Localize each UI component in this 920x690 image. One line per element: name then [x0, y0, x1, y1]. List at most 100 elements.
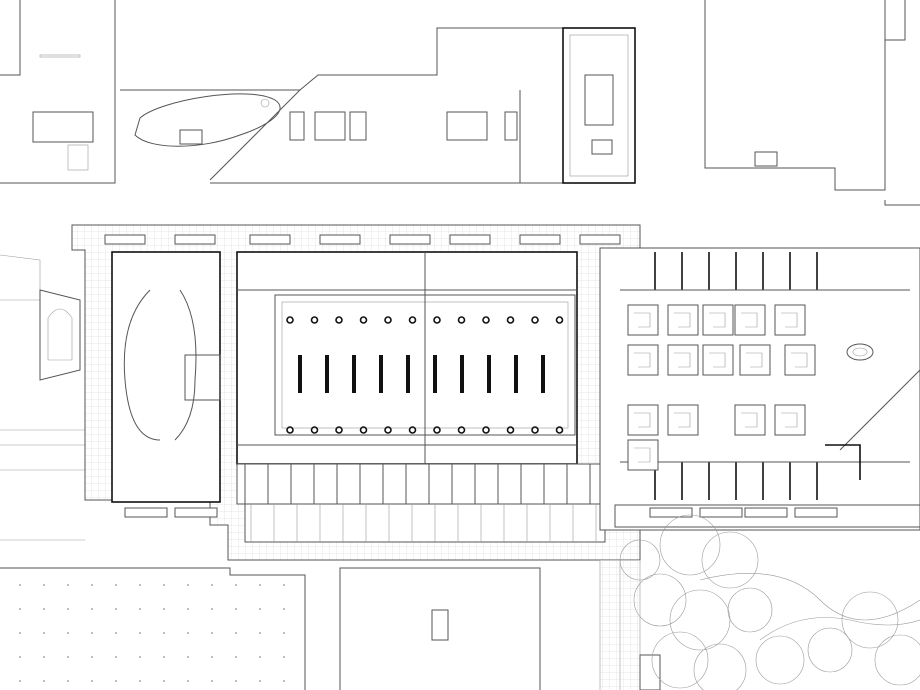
window-bay — [249, 234, 291, 245]
column-dot — [259, 584, 261, 586]
column-dot — [163, 656, 165, 658]
column-dot — [115, 680, 117, 682]
tree-icon — [701, 531, 759, 589]
column-dot — [211, 656, 213, 658]
display-kiosk — [734, 404, 766, 436]
column-dot — [283, 656, 285, 658]
window-bay — [744, 507, 788, 518]
column-icon — [487, 355, 491, 393]
column-dot — [91, 680, 93, 682]
display-kiosk — [781, 412, 798, 428]
display-kiosk — [667, 344, 699, 376]
building-bottom-left — [0, 567, 306, 690]
column-icon — [514, 355, 518, 393]
building-top-right — [704, 0, 920, 206]
window-bay — [319, 234, 361, 245]
column-dot — [259, 680, 261, 682]
window-bay — [579, 234, 621, 245]
main-complex — [71, 224, 920, 690]
tree-icon — [619, 539, 661, 581]
column-dot — [19, 656, 21, 658]
column-dot — [163, 632, 165, 634]
column-icon — [506, 426, 515, 434]
column-dot — [283, 680, 285, 682]
building-top-middle — [120, 27, 636, 184]
display-kiosk — [791, 352, 808, 368]
column-icon — [433, 426, 441, 434]
column-dot — [283, 608, 285, 610]
column-dot — [163, 608, 165, 610]
column-icon — [457, 426, 466, 434]
column-icon — [482, 426, 490, 434]
column-dot — [19, 608, 21, 610]
column-dot — [67, 584, 69, 586]
column-dot — [163, 584, 165, 586]
column-icon — [531, 426, 539, 434]
column-dot — [163, 680, 165, 682]
display-kiosk — [774, 304, 806, 336]
column-dot — [139, 584, 141, 586]
display-kiosk — [674, 412, 691, 428]
column-icon — [335, 426, 343, 434]
column-dot — [19, 680, 21, 682]
window-bay — [104, 234, 146, 245]
display-kiosk — [702, 304, 734, 336]
tree-icon — [651, 631, 709, 689]
column-dot — [43, 608, 45, 610]
column-icon — [531, 316, 539, 324]
building-top-left — [0, 0, 116, 184]
display-kiosk — [774, 404, 806, 436]
display-kiosk — [634, 412, 651, 428]
column-dot — [43, 584, 45, 586]
column-dot — [19, 584, 21, 586]
column-icon — [335, 316, 343, 324]
column-icon — [433, 355, 437, 393]
column-dot — [187, 680, 189, 682]
column-dot — [91, 584, 93, 586]
column-dot — [19, 632, 21, 634]
display-kiosk — [634, 312, 651, 328]
column-dot — [139, 656, 141, 658]
column-dot — [139, 608, 141, 610]
column-dot — [235, 608, 237, 610]
display-kiosk — [739, 344, 771, 376]
column-dot — [43, 632, 45, 634]
window-bay — [389, 234, 431, 245]
display-kiosk — [781, 312, 798, 328]
column-dot — [187, 608, 189, 610]
tree-icon — [874, 634, 920, 686]
window-bay — [174, 507, 218, 518]
column-icon — [460, 355, 464, 393]
window-bay — [519, 234, 561, 245]
column-icon — [325, 355, 329, 393]
column-icon — [482, 316, 490, 324]
window-bay — [649, 507, 693, 518]
column-icon — [384, 316, 392, 324]
window-bay — [449, 234, 491, 245]
column-dot — [187, 656, 189, 658]
display-kiosk — [667, 404, 699, 436]
display-kiosk — [634, 352, 651, 368]
display-kiosk — [627, 439, 659, 471]
column-dot — [259, 656, 261, 658]
column-icon — [298, 355, 302, 393]
column-dot — [67, 632, 69, 634]
building-bottom-middle — [339, 567, 541, 690]
column-dot — [283, 632, 285, 634]
column-dot — [187, 584, 189, 586]
tree-icon — [659, 514, 721, 576]
display-kiosk — [667, 304, 699, 336]
column-dot — [211, 680, 213, 682]
column-icon — [310, 316, 319, 324]
column-dot — [67, 656, 69, 658]
column-dot — [67, 680, 69, 682]
column-dot — [91, 656, 93, 658]
tree-icon — [633, 573, 687, 627]
column-icon — [541, 355, 545, 393]
column-icon — [359, 316, 368, 324]
display-kiosk — [674, 312, 691, 328]
display-kiosk — [746, 352, 763, 368]
column-icon — [286, 316, 294, 324]
column-icon — [457, 316, 466, 324]
